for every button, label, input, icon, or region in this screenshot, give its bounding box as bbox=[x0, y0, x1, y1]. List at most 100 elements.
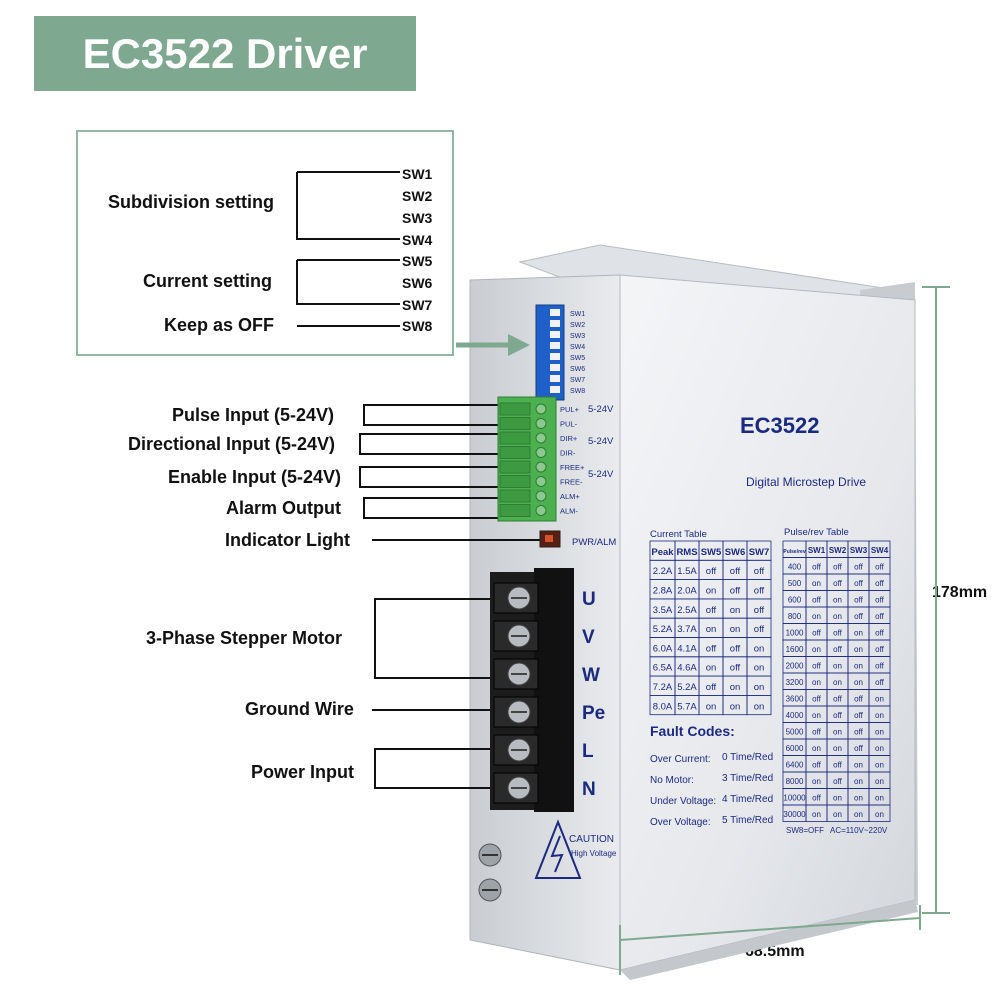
terminal-slot bbox=[499, 402, 531, 416]
dip-switch-label: SW2 bbox=[570, 322, 585, 329]
table-cell: off bbox=[875, 612, 885, 621]
table-cell: on bbox=[706, 585, 717, 596]
table-cell: off bbox=[812, 694, 822, 703]
table-cell: off bbox=[754, 624, 765, 635]
caution-subtext: High Voltage bbox=[571, 849, 617, 858]
table-cell: off bbox=[754, 566, 765, 577]
table-cell: 2.0A bbox=[677, 585, 697, 596]
table-cell: on bbox=[706, 701, 717, 712]
signal-pin-label: DIR- bbox=[560, 449, 576, 458]
table-cell: off bbox=[706, 682, 717, 693]
table-cell: off bbox=[854, 711, 864, 720]
table-cell: 4.1A bbox=[677, 643, 697, 654]
dip-switch-block bbox=[535, 304, 565, 401]
sw1-label: SW1 bbox=[402, 166, 433, 182]
ground-wire-label: Ground Wire bbox=[245, 699, 354, 719]
arrow-icon bbox=[508, 334, 530, 356]
table-cell: on bbox=[812, 810, 821, 819]
table-cell: 4000 bbox=[786, 711, 804, 720]
dip-switch-label: SW3 bbox=[570, 333, 585, 340]
table-cell: 2.2A bbox=[653, 566, 673, 577]
dip-toggle bbox=[550, 375, 560, 382]
table-cell: off bbox=[833, 562, 843, 571]
dip-switch-label: SW6 bbox=[570, 366, 585, 373]
table-cell: on bbox=[730, 624, 741, 635]
table-cell: 6400 bbox=[786, 760, 804, 769]
table-cell: on bbox=[730, 701, 741, 712]
table-cell: 800 bbox=[788, 612, 802, 621]
table-header-cell: SW2 bbox=[829, 546, 847, 555]
screw-icon bbox=[535, 505, 547, 516]
table-cell: on bbox=[854, 760, 863, 769]
sw8-label: SW8 bbox=[402, 318, 433, 334]
caution-text: CAUTION bbox=[569, 834, 614, 845]
terminal-slot bbox=[499, 475, 531, 488]
sw4-label: SW4 bbox=[402, 232, 433, 248]
table-cell: off bbox=[706, 643, 717, 654]
screw-icon bbox=[535, 490, 547, 502]
table-cell: off bbox=[812, 727, 822, 736]
table-cell: 2000 bbox=[786, 661, 804, 670]
dip-toggle bbox=[550, 353, 560, 360]
table-cell: off bbox=[854, 579, 864, 588]
sw6-label: SW6 bbox=[402, 275, 433, 291]
table-cell: on bbox=[812, 678, 821, 687]
table-cell: on bbox=[854, 793, 863, 802]
table-cell: 8000 bbox=[786, 777, 804, 786]
table-cell: on bbox=[833, 595, 842, 604]
subdivision-label: Subdivision setting bbox=[108, 192, 275, 212]
table-cell: off bbox=[854, 727, 864, 736]
terminal-slot bbox=[499, 446, 531, 459]
table-cell: on bbox=[706, 624, 717, 635]
terminal-slot bbox=[499, 460, 531, 474]
high-voltage-icon bbox=[534, 819, 582, 879]
table-cell: on bbox=[875, 744, 884, 753]
table-cell: on bbox=[875, 777, 884, 786]
page-title: EC3522 Driver bbox=[82, 30, 368, 77]
table-cell: 500 bbox=[788, 579, 802, 588]
table-cell: off bbox=[854, 595, 864, 604]
table-cell: off bbox=[730, 643, 741, 654]
table-cell: off bbox=[875, 661, 885, 670]
screw-icon bbox=[535, 461, 547, 473]
table-cell: 7.2A bbox=[653, 682, 673, 693]
table-cell: off bbox=[812, 595, 822, 604]
table-cell: on bbox=[833, 612, 842, 621]
switch-legend-box bbox=[76, 130, 454, 356]
alarm-output-label: Alarm Output bbox=[226, 498, 341, 518]
table-cell: on bbox=[833, 810, 842, 819]
indicator-light-label: Indicator Light bbox=[225, 530, 350, 550]
table-cell: 6000 bbox=[786, 744, 804, 753]
dip-toggle bbox=[550, 320, 560, 327]
table-cell: on bbox=[812, 744, 821, 753]
table-cell: on bbox=[854, 661, 863, 670]
table-cell: on bbox=[875, 727, 884, 736]
table-cell: off bbox=[833, 645, 843, 654]
table-header-cell: Peak bbox=[651, 547, 674, 558]
power-input-label: Power Input bbox=[251, 762, 354, 782]
table-cell: 400 bbox=[788, 562, 802, 571]
dip-switch-label: SW4 bbox=[570, 344, 585, 351]
screw-icon bbox=[535, 403, 547, 415]
table-cell: off bbox=[833, 711, 843, 720]
table-cell: 6.0A bbox=[653, 643, 673, 654]
table-cell: 1600 bbox=[786, 645, 804, 654]
table-cell: 5000 bbox=[786, 727, 804, 736]
title-banner bbox=[34, 16, 416, 91]
table-cell: off bbox=[875, 595, 885, 604]
driver-front-face bbox=[619, 274, 916, 971]
table-cell: off bbox=[854, 562, 864, 571]
fault-code-value: 0 Time/Red bbox=[722, 752, 773, 763]
dip-switch-label: SW1 bbox=[570, 311, 585, 318]
table-cell: on bbox=[854, 628, 863, 637]
table-cell: off bbox=[706, 566, 717, 577]
pulse-table-footer-right: AC=110V~220V bbox=[830, 826, 888, 835]
table-header-cell: Pulse/rev bbox=[783, 549, 805, 555]
table-header-cell: SW6 bbox=[725, 547, 746, 558]
table-cell: off bbox=[812, 628, 822, 637]
power-terminal-letter: V bbox=[582, 627, 595, 648]
table-cell: 1000 bbox=[786, 628, 804, 637]
fault-code-name: Over Current: bbox=[650, 754, 711, 765]
table-cell: 4.6A bbox=[677, 663, 697, 674]
